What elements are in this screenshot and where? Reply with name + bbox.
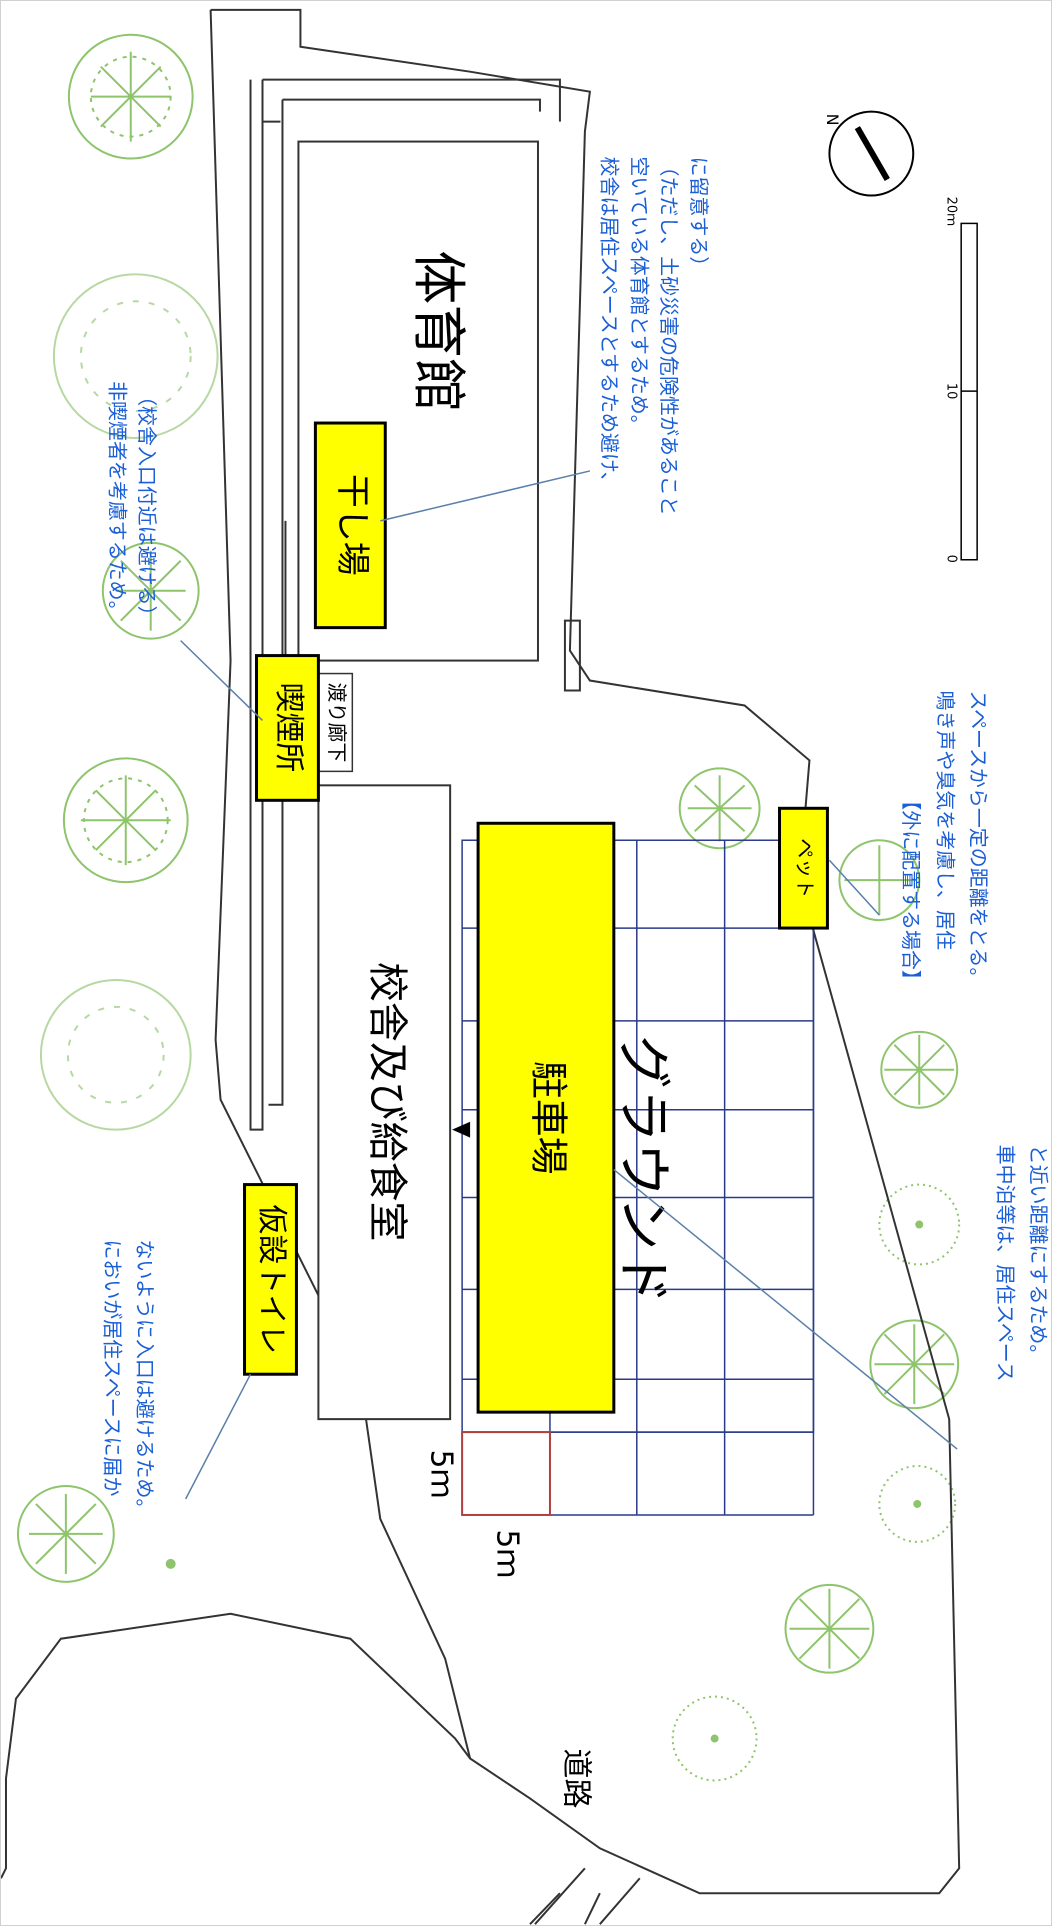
tree-icon [62,757,189,884]
temporary-toilet: 仮設トイレ [243,1183,298,1376]
note-smoking-line-1: 非喫煙者を考慮するため。 [105,381,129,620]
tree-icon [101,541,200,640]
note-drying-line-2: 空いている体育館とするため。 [627,157,651,435]
note-parking: 車中泊等は、居住スペース と近い距離にするため。 [994,1145,1051,1382]
corridor: 渡り廊下 [317,672,354,773]
tree-icon [878,1465,957,1543]
note-parking-line-1: 車中泊等は、居住スペース [994,1145,1018,1382]
entrance-marker [452,1121,471,1138]
road-label: 道路 [558,1749,593,1809]
grid-scale-horizontal: 5ｍ [424,1450,459,1499]
trees [16,33,961,1782]
tree-icon [869,1319,960,1410]
note-toilet-line-1: においが居住スペースに届か [100,1239,124,1496]
scale-tick-10: 10 [944,383,959,400]
grid-scale-cell [461,1431,551,1516]
school-and-kitchen-building: 校舎及び給食室 [317,784,452,1421]
note-pet-line-2: 鳴き声や臭気を考慮し、居住 [934,691,958,950]
parking-label: 駐車場 [526,1061,570,1175]
note-smoking: 非喫煙者を考慮するため。 （校舎入口付近は避ける） [105,381,159,625]
tree-icon [784,1583,875,1674]
tree-icon [678,767,761,850]
ground-label: グラウンド [612,1035,675,1304]
drying-area-label: 干し場 [332,474,371,576]
pet-area: ペット [778,806,829,930]
note-toilet: においが居住スペースに届か ないように入口は避けるため。 [100,1239,157,1518]
note-smoking-line-2: （校舎入口付近は避ける） [135,386,159,625]
note-leader-lines [180,470,958,1500]
note-drying-line-1: 校舎は居住スペースとするため避け、 [597,157,621,492]
tree-icon [165,1558,176,1569]
gymnasium-label: 体育館 [407,250,470,412]
tree-icon [52,273,219,439]
road: 道路 [529,1749,641,1925]
scale-tick-20: 20ｍ [944,197,959,227]
scale-bar: 0 10 20ｍ [944,197,978,563]
drying-area: 干し場 [313,421,387,630]
note-drying: 校舎は居住スペースとするため避け、 空いている体育館とするため。 （ただし、土砂… [597,157,711,516]
note-parking-line-2: と近い距離にするため。 [1027,1145,1051,1365]
site-boundary [1,8,961,1895]
pet-area-label: ペット [793,838,817,898]
tree-icon [838,839,921,922]
note-pet: 【外に配置する場合】 鳴き声や臭気を考慮し、居住 スペースから一定の距離をとる。 [899,691,991,990]
tree-icon [671,1695,758,1782]
note-pet-line-3: スペースから一定の距離をとる。 [967,691,991,988]
note-toilet-line-2: ないように入口は避けるため。 [133,1239,157,1518]
note-pet-line-1: 【外に配置する場合】 [899,790,923,990]
corridor-label: 渡り廊下 [325,683,349,763]
parking-area: 駐車場 [476,821,616,1414]
compass-north-label: N [823,114,842,126]
note-drying-line-4: に留意する） [687,157,711,277]
tree-icon [878,1183,961,1266]
tree-icon [16,1485,115,1583]
smoking-area-label: 喫煙所 [271,683,306,773]
temporary-toilet-label: 仮設トイレ [254,1205,289,1355]
compass-icon: N [823,110,915,197]
school-building-label: 校舎及び給食室 [364,962,410,1241]
tree-icon [39,978,192,1131]
smoking-area: 喫煙所 [255,654,320,802]
grid-scale-vertical: 5ｍ [490,1529,525,1578]
tree-icon [880,1030,959,1109]
note-drying-line-3: （ただし、土砂災害の危険性があること [657,157,681,516]
scale-tick-0: 0 [944,555,959,563]
tree-icon [67,33,194,160]
